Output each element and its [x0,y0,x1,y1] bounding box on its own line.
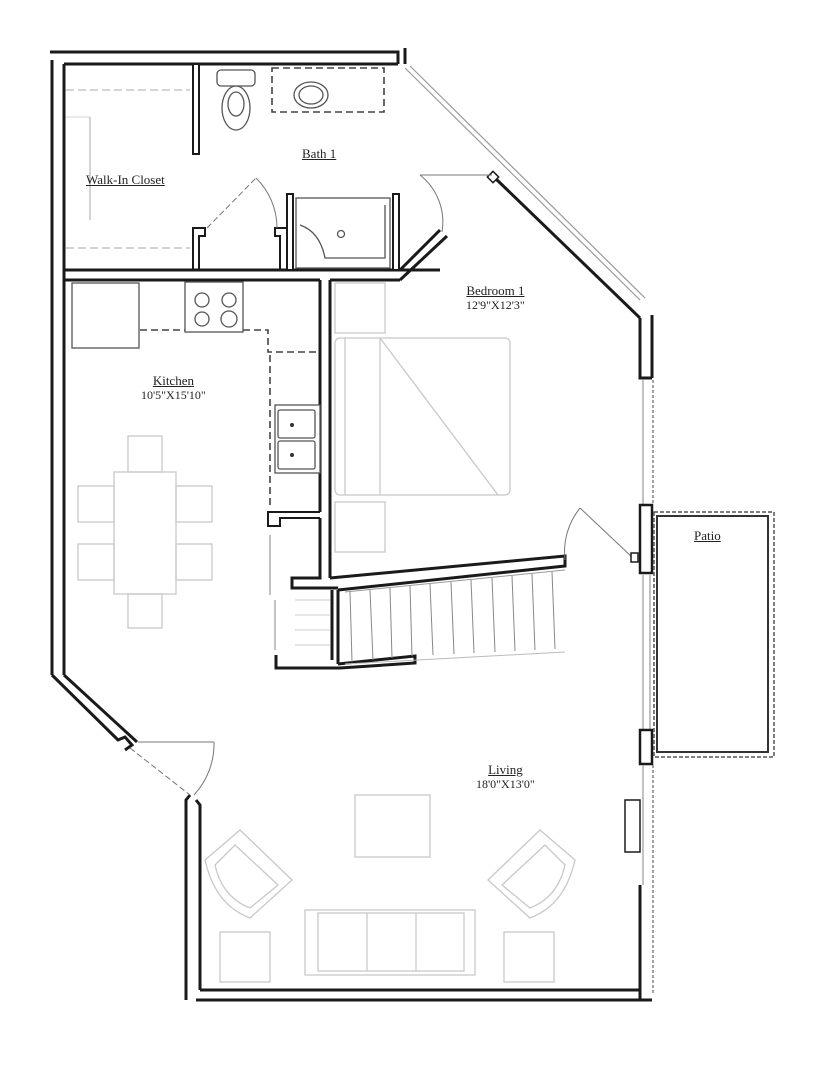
end-tables [219,931,555,983]
stairs [295,569,566,665]
right-wall [624,315,654,995]
room-name: Walk-In Closet [86,172,165,187]
entry-door [129,741,215,796]
kitchen-window-jamb [269,535,276,650]
closet-shelves [66,89,190,249]
bedroom-door [564,507,639,563]
range [184,281,244,333]
armchair-left [204,829,293,919]
room-dimensions: 12'9"X12'3" [466,298,525,312]
double-sink [274,404,321,474]
room-name: Patio [694,528,721,543]
closet-bath-walls [64,63,492,282]
room-label-patio: Patio [694,528,721,543]
bedroom-diagonal-wall [404,65,646,320]
toilet [216,69,256,131]
room-label-bedroom-1: Bedroom 1 12'9"X12'3" [466,283,525,313]
coffee-table [354,794,431,858]
room-label-bath-1: Bath 1 [302,146,336,161]
bed [334,282,511,553]
room-dimensions: 18'0"X13'0" [476,777,535,791]
room-name: Bath 1 [302,146,337,161]
patio-outline [653,511,775,758]
exterior-walls [50,48,652,1002]
room-dimensions: 10'5"X15'10" [141,388,206,402]
room-label-kitchen: Kitchen 10'5"X15'10" [141,373,206,403]
room-name: Kitchen [152,373,194,388]
vanity-sink [271,67,385,113]
kitchen-counters [140,329,320,505]
room-label-walk-in-closet: Walk-In Closet [86,172,165,187]
shower [295,197,391,269]
armchair-right [487,829,576,919]
room-label-living: Living 18'0"X13'0" [476,762,535,792]
room-name: Bedroom 1 [466,283,525,298]
refrigerator [71,282,140,349]
sofa [304,909,476,976]
dining-table [77,435,213,629]
room-name: Living [488,762,523,777]
